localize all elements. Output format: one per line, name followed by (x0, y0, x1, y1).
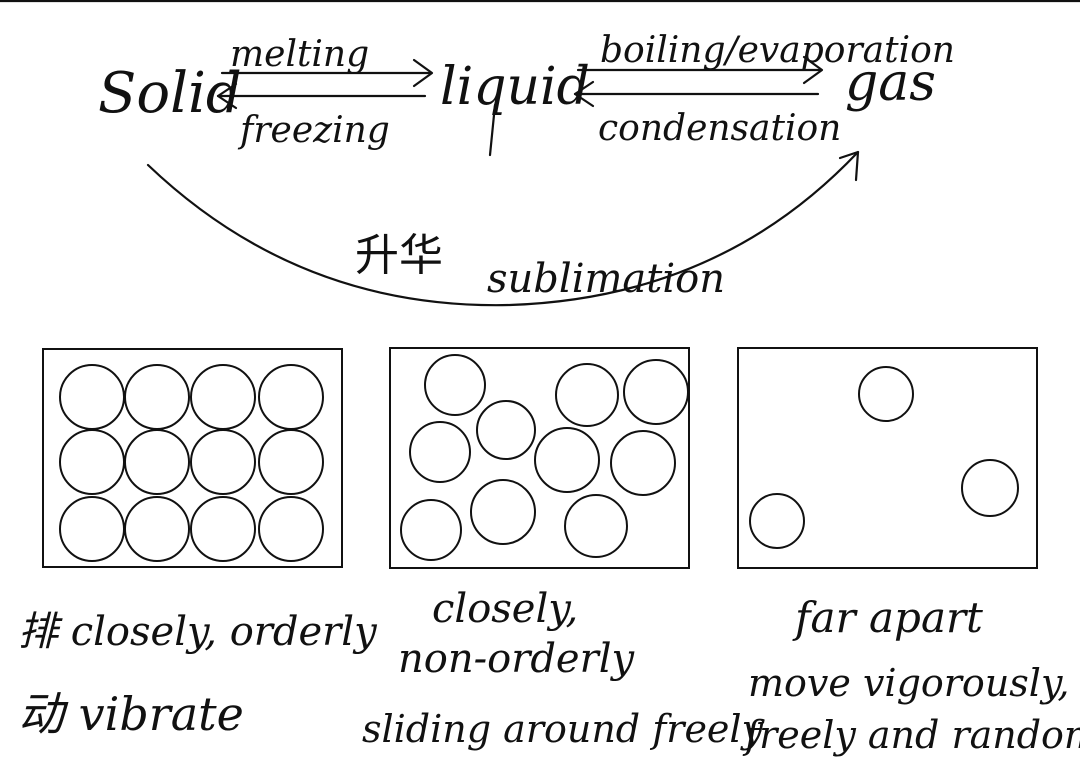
solid-particle (59, 429, 125, 495)
panel-liquid-frame (389, 347, 690, 569)
solid-particle (190, 429, 256, 495)
solid-particle (258, 429, 324, 495)
state-gas-label: gas (845, 53, 936, 113)
liquid-particle (555, 363, 619, 427)
condensation-arrow (573, 80, 820, 108)
panel-solid (42, 348, 343, 568)
solid-particle (124, 496, 190, 562)
solid-particle (124, 429, 190, 495)
solid-particle (59, 496, 125, 562)
melting-arrow (220, 58, 434, 88)
liquid-particle (424, 354, 486, 416)
solid-particle (190, 364, 256, 430)
liquid-particle (534, 427, 600, 493)
freezing-arrow (216, 82, 427, 110)
solid-particle (258, 364, 324, 430)
liquid-particle (610, 430, 676, 496)
liquid-particle (409, 421, 471, 483)
sublimation-arrow (146, 150, 860, 307)
gas-particle (858, 366, 914, 422)
solid-particle (124, 364, 190, 430)
solid-particle (190, 496, 256, 562)
solid-particle (59, 364, 125, 430)
boiling-evaporation-label: boiling/evaporation (600, 30, 955, 71)
boiling-arrow (576, 55, 824, 85)
gas-particle (749, 493, 805, 549)
gas-caption-line-2: move vigorously, (748, 661, 1069, 705)
gas-particle (961, 459, 1019, 517)
gas-particles (749, 366, 1019, 549)
liquid-particle (476, 400, 536, 460)
gas-caption-line-1: far apart (792, 593, 983, 642)
solid-caption-line-2: 动 vibrate (18, 687, 244, 741)
panel-gas (737, 347, 1038, 569)
liquid-caption-line-1: closely, (432, 586, 578, 632)
panel-gas-frame (737, 347, 1038, 569)
solid-particles (59, 364, 324, 562)
condensation-label: condensation (598, 108, 841, 149)
panel-liquid (389, 347, 690, 569)
melting-label: melting (230, 34, 369, 75)
liquid-particle (623, 359, 689, 425)
sublimation-label: sublimation (487, 256, 725, 302)
panel-solid-frame (42, 348, 343, 568)
liquid-caption-line-2: non-orderly (398, 636, 636, 682)
liquid-particle (400, 499, 462, 561)
state-liquid-label: liquid (440, 57, 590, 117)
state-solid-label: Solid (98, 61, 242, 126)
liquid-particle (564, 494, 628, 558)
sublimation-chinese-label: 升华 (355, 230, 443, 281)
liquid-particle (470, 479, 536, 545)
liquid-particles (400, 354, 689, 561)
liquid-caption-line-3: sliding around freely (362, 707, 764, 751)
solid-particle (258, 496, 324, 562)
solid-caption-line-1: 排 closely, orderly (18, 609, 378, 655)
freezing-label: freezing (237, 110, 390, 151)
gas-caption-line-3: freely and randomly (742, 713, 1080, 757)
liquid-tick-mark (488, 103, 497, 157)
